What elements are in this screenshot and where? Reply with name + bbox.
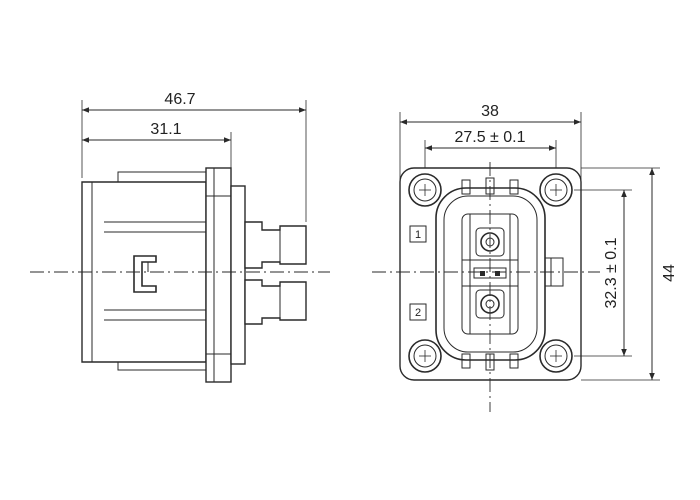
side-bottom-step xyxy=(117,362,206,371)
mounting-hole-bottom-left xyxy=(408,339,442,373)
side-rear-block xyxy=(230,185,246,365)
dim-height-label: 44 xyxy=(661,264,678,282)
side-view: 46.7 31.1 xyxy=(30,91,330,383)
dim-body-label: 31.1 xyxy=(150,121,181,138)
side-flange xyxy=(205,167,232,383)
mounting-hole-top-left xyxy=(408,173,442,207)
dim-hole-x-label: 27.5 ± 0.1 xyxy=(454,129,525,146)
mounting-hole-bottom-right xyxy=(539,339,573,373)
center-latch-mark-left xyxy=(480,271,485,276)
pin-label-1: 1 xyxy=(415,229,421,241)
side-terminal-upper xyxy=(244,221,307,269)
center-latch-mark-right xyxy=(495,271,500,276)
dim-width-label: 38 xyxy=(481,103,499,120)
front-view: 38 27.5 ± 0.1 32.3 ± 0.1 44 xyxy=(372,103,678,412)
housing-ribs xyxy=(461,177,519,371)
pin-label-2: 2 xyxy=(415,307,421,319)
pin-label-box-2 xyxy=(409,303,427,321)
dim-overall-label: 46.7 xyxy=(164,91,195,108)
mounting-hole-top-right xyxy=(539,173,573,207)
dim-hole-y-label: 32.3 ± 0.1 xyxy=(603,237,620,308)
side-terminal-lower xyxy=(244,279,307,325)
pin-label-box-1 xyxy=(409,225,427,243)
front-flange-plate xyxy=(399,167,582,381)
side-latch xyxy=(133,255,157,293)
connector-housing-inner xyxy=(443,195,538,353)
side-top-step xyxy=(117,171,206,182)
